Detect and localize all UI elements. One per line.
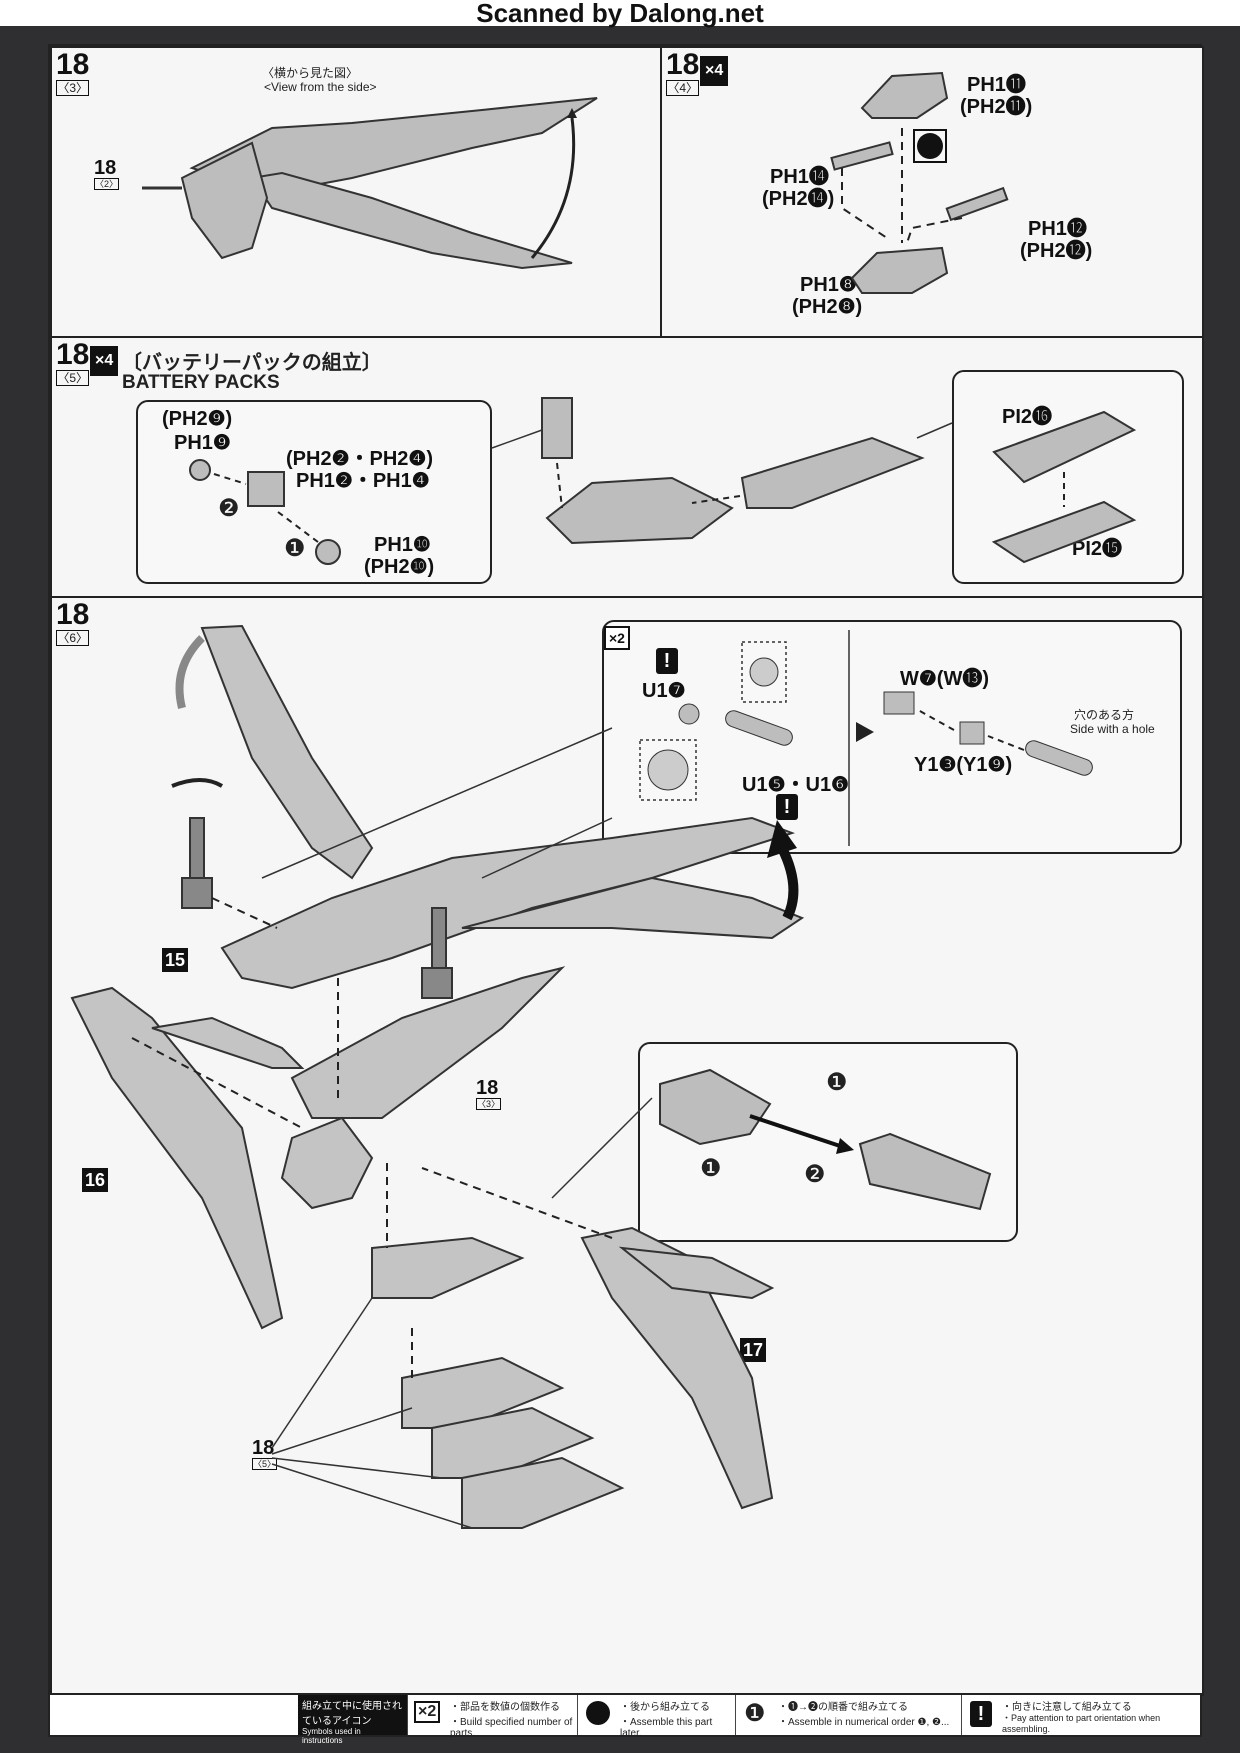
part-label: (PH2⓫) [960,96,1033,118]
warning-icon: ! [970,1701,992,1727]
step-badge: 18 〈5〉 [52,338,93,386]
part-label: PH1⓮ [770,166,829,188]
step-sub: 〈3〉 [56,80,90,96]
step-badge: 18 〈6〉 [52,598,93,646]
order-marker-1: ❶ [826,1069,848,1096]
part-label: (PH2❿) [364,556,435,578]
part-label: PH1⓫ [967,74,1026,96]
order-marker-2: ❷ [804,1161,826,1188]
legend-item-orientation: ! ・向きに注意して組み立てる ・Pay attention to part o… [962,1695,1200,1735]
multiplier-badge: ×4 [90,346,119,376]
part-label: PH1❷・PH1❹ [296,470,430,492]
order-marker-1: ❶ [284,535,306,562]
step-number: 18 [666,48,700,81]
legend-jp: ・向きに注意して組み立てる [1002,1702,1132,1713]
ref-step-sub: 〈5〉 [252,1458,278,1470]
battery-core-drawing [189,459,341,565]
part-label: PI2⓰ [1002,406,1053,428]
step-18-6-panel: 18 〈6〉 ×2 ! U1❼ U1❺・U1❻ ! W❼(W⓭) Y1❸(Y1❾… [50,596,1204,1696]
battery-shell-callout: PI2⓰ PI2⓯ [952,370,1184,584]
legend-item-multiply: ×2 ・部品を数値の個数作る ・Build specified number o… [408,1695,578,1739]
ref-step-sub: 〈2〉 [94,178,120,190]
ref-step-number: 18 [252,1437,275,1459]
part-label: PH1❿ [374,534,431,556]
part-label: PH1❽ [800,274,857,296]
step-sub: 〈5〉 [56,370,90,386]
ref-step-3-badge: 18 〈3〉 [472,1076,505,1110]
step-badge: 18 〈3〉 [52,48,93,96]
multiply-icon: ×2 [414,1701,441,1723]
part-label: U1❺・U1❻ [742,774,849,796]
part-label: (PH2⓮) [762,188,835,210]
legend-en: ・Pay attention to part orientation when … [1002,1713,1161,1734]
part-label: PH1⓬ [1028,218,1087,240]
pin-parts-drawing [639,630,1093,846]
part-label: PH1❾ [174,432,231,454]
order-marker-1: ❶ [700,1155,722,1182]
part-label: (PH2⓬) [1020,240,1093,262]
legend-item-later: ・後から組み立てる ・Assemble this part later. [578,1695,736,1739]
part-number-16: 16 [82,1168,108,1192]
step-18-3-panel: 18 〈3〉 〈横から見た図〉 <View from the side> 18 … [50,46,662,338]
part-label: (PH2❷・PH2❹) [286,448,433,470]
pin-assembly-callout: ×2 ! U1❼ U1❺・U1❻ ! W❼(W⓭) Y1❸(Y1❾) 穴のある方… [602,620,1182,854]
legend-en: ・Assemble this part later. [620,1717,713,1739]
ref-step-badge: 18 〈2〉 [90,156,123,190]
part-label: (PH2❽) [792,296,863,318]
hole-note-jp: 穴のある方 [1074,708,1135,722]
step-badge: 18 〈4〉 [662,48,703,96]
battery-assembly-drawing [491,397,953,545]
section-title-jp: 〔バッテリーパックの組立〕 [122,352,382,374]
section-title-en: BATTERY PACKS [122,372,280,393]
ref-step-5-badge: 18 〈5〉 [248,1436,281,1470]
main-wing-assembly-drawing [70,624,805,1529]
legend-title-jp: 組み立て中に使用されているアイコン [302,1701,402,1727]
legend-title-en: Symbols used in instructions [302,1727,361,1745]
part-label: W❼(W⓭) [900,668,990,690]
scan-title: Scanned by Dalong.net [0,0,1240,26]
icon-legend-footer: 組み立て中に使用されているアイコン Symbols used in instru… [48,1693,1202,1745]
legend-en: ・Build specified number of parts. [450,1717,573,1739]
parts-exploded-drawing [830,71,1009,294]
step-number: 18 [56,338,90,371]
multiplier-badge: ×2 [604,626,630,650]
instruction-page: 18 〈3〉 〈横から見た図〉 <View from the side> 18 … [48,44,1204,1696]
legend-title: 組み立て中に使用されているアイコン Symbols used in instru… [298,1695,408,1745]
part-label: Y1❸(Y1❾) [914,754,1013,776]
legend-jp: ・部品を数値の個数作る [450,1702,560,1713]
step-18-5-panel: 18 〈5〉 ×4 〔バッテリーパックの組立〕 BATTERY PACKS (P… [50,336,1204,598]
hole-note-en: Side with a hole [1070,722,1155,736]
orientation-warning-icon: ! [656,648,678,674]
half-circle-icon [586,1701,610,1725]
battery-shell-drawing [991,410,1137,564]
step-sub: 〈6〉 [56,630,90,646]
legend-en: ・Assemble in numerical order ❶, ❷... [778,1717,950,1728]
view-label-jp: 〈横から見た図〉 [262,66,359,80]
step-number: 18 [56,598,90,631]
step-18-4-panel: 18 〈4〉 ×4 PH1⓫ (PH2⓫) PH1⓮ (PH2⓮) PH1⓬ (… [660,46,1204,338]
legend-jp: ・後から組み立てる [620,1702,710,1713]
multiplier-badge: ×4 [700,56,729,86]
ref-step-number: 18 [476,1077,499,1099]
battery-core-callout: (PH2❾) PH1❾ (PH2❷・PH2❹) PH1❷・PH1❹ PH1❿ (… [136,400,492,584]
part-label: U1❼ [642,680,686,702]
part-label: PI2⓯ [1072,538,1123,560]
view-label-en: <View from the side> [264,80,377,94]
legend-jp: ・❶→❷の順番で組み立てる [778,1702,908,1713]
battery-insert-callout: ❶ ❶ ❷ [638,1042,1018,1242]
ref-step-sub: 〈3〉 [476,1098,502,1110]
ref-step-number: 18 [94,157,117,179]
orientation-warning-icon: ! [776,794,798,820]
legend-item-order: ❶ ・❶→❷の順番で組み立てる ・Assemble in numerical o… [736,1695,962,1735]
step-number: 18 [56,48,90,81]
part-number-15: 15 [162,948,188,972]
order-marker-2: ❷ [218,495,240,522]
part-label: (PH2❾) [162,408,233,430]
wing-side-view-drawing [142,97,598,270]
step-sub: 〈4〉 [666,80,700,96]
part-number-17: 17 [740,1338,766,1362]
assemble-later-icon [917,133,943,159]
battery-insert-drawing [659,1068,992,1211]
order-icon: ❶ [744,1700,766,1727]
